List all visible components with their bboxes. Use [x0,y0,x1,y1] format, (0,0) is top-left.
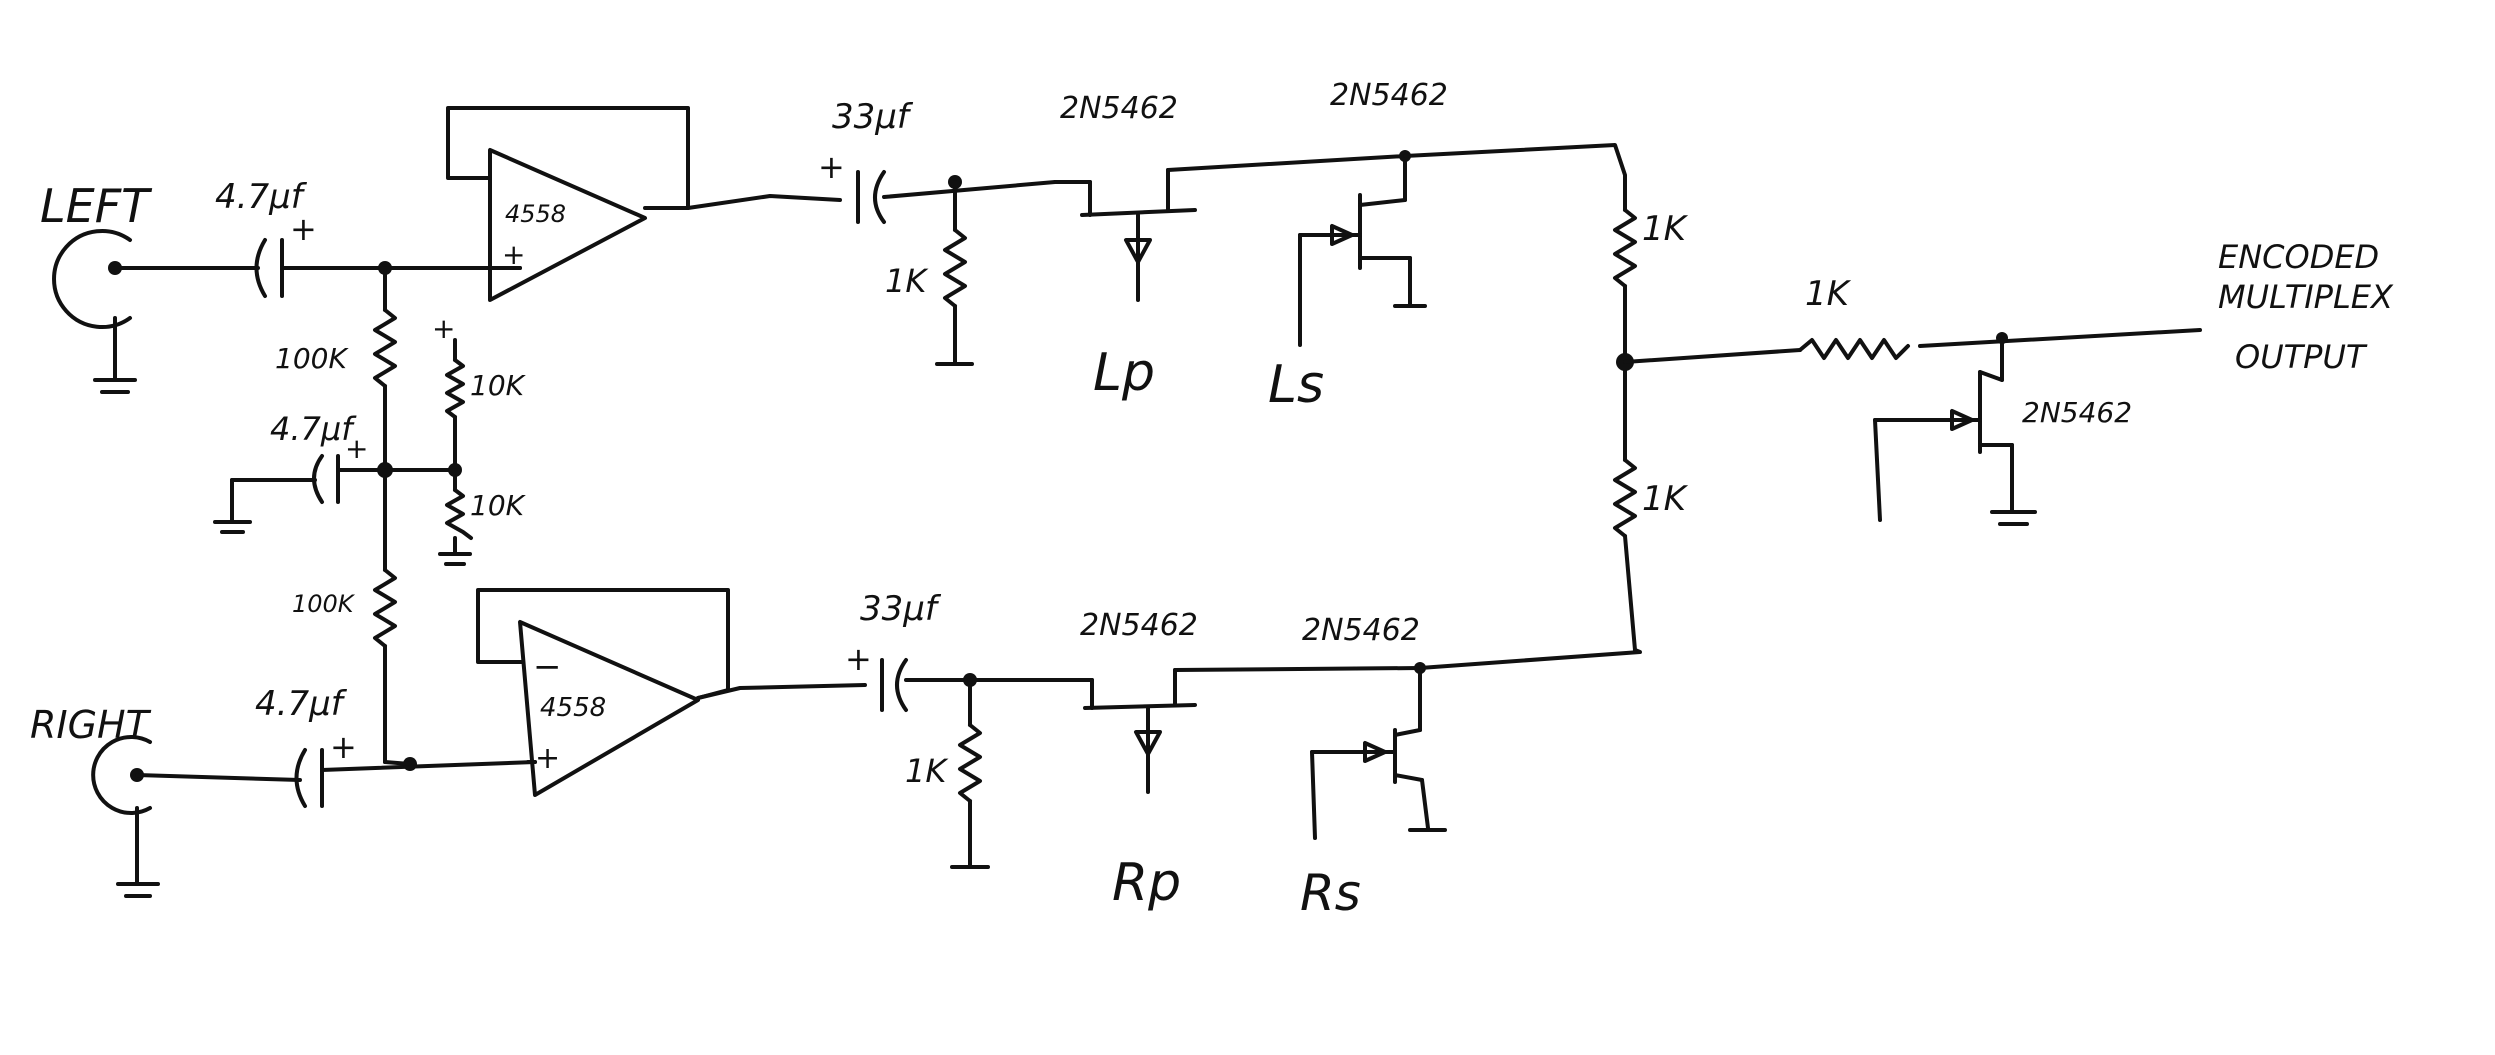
mix-resistor-bottom-label: 1K [1642,479,1689,519]
left-pass-jfet [1053,154,1407,302]
top-output-wire [686,194,842,210]
mix-resistor-top-label: 1K [1642,209,1689,249]
right-input-capacitor [294,748,537,808]
right-shunt-resistor-label: 1K [905,752,949,790]
output-shunt-jfet [1873,336,2037,526]
right-shunt-resistor [950,678,990,869]
right-input-ground [116,882,160,898]
bias-resistor-top [373,266,397,472]
left-output-cap-polarity: + [818,148,845,186]
left-shunt-control-label: Ls [1268,355,1324,415]
left-input-cap-label: 4.7µf [215,177,308,217]
right-shunt-jfet-label: 2N5462 [1302,613,1420,648]
right-pass-jfet [1078,666,1422,794]
right-input-cap-polarity: + [330,728,357,766]
bias-resistor-bottom [373,468,397,764]
output-shunt-jfet-label: 2N5462 [2022,396,2132,429]
top-mix-rail [1403,143,1627,212]
left-input-capacitor [254,238,522,298]
output-label-line-3: OUTPUT [2235,338,2368,376]
left-shunt-resistor-label: 1K [885,262,929,300]
divider-resistor-top-label: 10K [470,369,527,402]
left-input-ground [93,378,137,394]
opamp-top [446,106,690,302]
bottom-output-wire [696,683,867,700]
bias-resistor-top-label: 100K [275,342,349,375]
right-pass-control-label: Rp [1112,853,1181,913]
left-shunt-jfet-label: 2N5462 [1330,78,1448,113]
right-input-jack [91,735,302,884]
right-shunt-control-label: Rs [1300,864,1361,922]
left-input-jack [52,229,260,380]
divider-resistor-top [445,338,465,472]
mix-resistor-bottom [1613,360,1637,652]
opamp-bottom-label: 4558 [540,693,606,723]
mix-resistor-top [1613,208,1637,362]
right-pass-jfet-label: 2N5462 [1080,608,1198,643]
opamp-bottom-plus: + [535,741,560,776]
bias-cap-label: 4.7µf [270,410,357,448]
output-series-resistor-label: 1K [1805,274,1852,314]
bottom-mix-rail [1418,648,1642,670]
right-output-capacitor [880,658,1082,712]
left-pass-control-label: Lp [1093,343,1155,403]
divider-resistor-bottom-label: 10K [470,489,527,522]
output-label-line-2: MULTIPLEX [2218,278,2394,316]
left-pass-jfet-label: 2N5462 [1060,91,1178,126]
bias-cap-polarity: + [345,432,368,465]
right-input-cap-label: 4.7µf [255,684,348,724]
left-input-cap-polarity: + [290,210,317,248]
right-input-label: RIGHT [30,703,152,747]
left-input-label: LEFT [40,179,153,233]
bias-resistor-bottom-label: 100K [292,590,356,618]
right-output-cap-label: 33µf [860,589,942,629]
output-series-resistor [1623,328,2202,364]
opamp-top-plus: + [502,238,525,271]
bias-to-right-input-wire [383,760,412,766]
divider-top-polarity: + [432,312,455,345]
right-shunt-jfet [1310,662,1447,840]
divider-resistor-bottom [438,468,473,566]
bias-capacitor [230,454,457,522]
right-output-cap-polarity: + [845,640,872,678]
bias-capacitor-ground [213,520,252,534]
left-shunt-resistor [935,180,974,366]
opamp-bottom-minus: − [533,647,562,687]
left-output-cap-label: 33µf [832,97,914,137]
left-output-capacitor [856,170,1057,224]
opamp-top-label: 4558 [505,200,566,228]
output-label-line-1: ENCODED [2218,238,2379,276]
left-shunt-jfet [1298,150,1427,347]
